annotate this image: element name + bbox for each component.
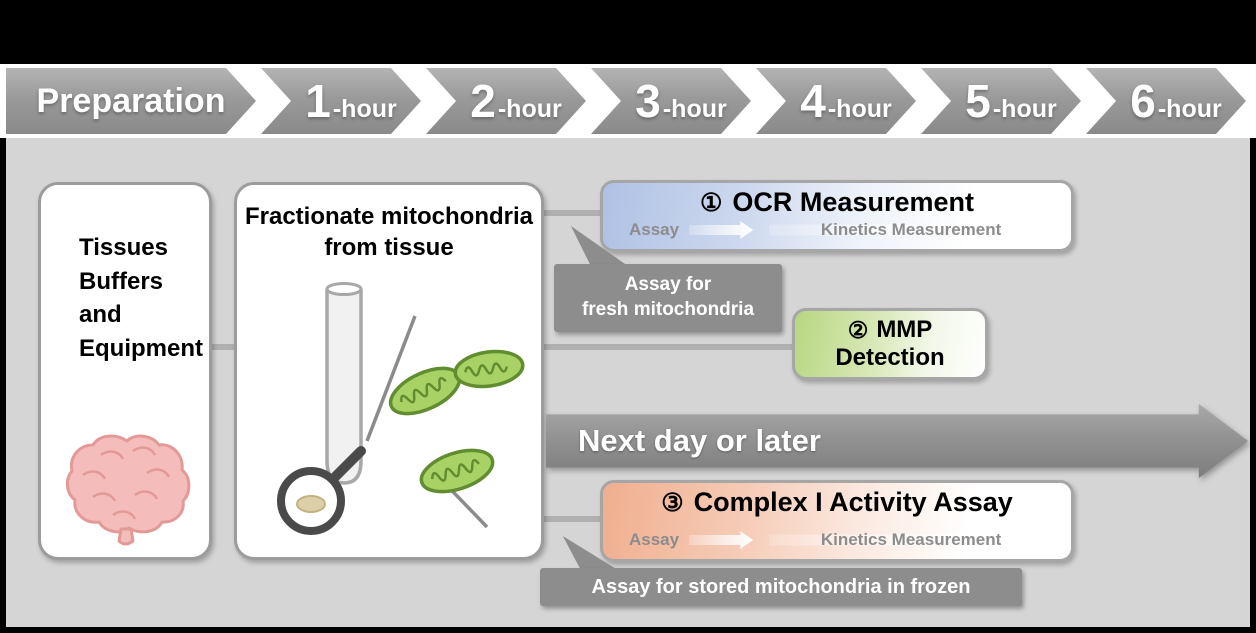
timeline-segment-hour-2: 2 -hour	[426, 68, 586, 134]
timeline-hour-suffix: -hour	[497, 95, 562, 123]
connector-fractionate-to-mmp	[544, 344, 792, 350]
mmp-detection-box: ② MMP Detection	[792, 308, 988, 380]
complex-title-row: ③ Complex I Activity Assay	[603, 487, 1071, 518]
timeline-segment-preparation: Preparation	[6, 68, 256, 134]
workflow-content: Tissues Buffers and Equipment Fractionat…	[6, 138, 1250, 627]
ocr-assay-label: Assay	[629, 220, 680, 239]
right-arrow-icon	[769, 219, 1053, 241]
timeline-hour-suffix: -hour	[827, 95, 892, 123]
brain-icon	[66, 434, 191, 546]
timeline: Preparation 1 -hour 2 -hour 3 -hour 4 -h…	[0, 64, 1256, 138]
timeline-hour-number: 6	[1130, 75, 1156, 127]
materials-text: Tissues Buffers and Equipment	[79, 234, 203, 362]
next-day-label: Next day or later	[578, 423, 821, 458]
timeline-segment-hour-6: 6 -hour	[1086, 68, 1246, 134]
frozen-mitochondria-note: Assay for stored mitochondria in frozen	[540, 568, 1022, 606]
timeline-segment-hour-4: 4 -hour	[756, 68, 916, 134]
mmp-title-line1: MMP	[876, 316, 933, 344]
step-number-1: ①	[700, 188, 723, 217]
timeline-hour-suffix: -hour	[662, 95, 727, 123]
timeline-hour: 4 -hour	[800, 74, 891, 128]
mitochondrion-icon	[419, 448, 495, 494]
step-number-2: ②	[847, 316, 869, 343]
ocr-assay-row: Assay Kinetics Measurement	[629, 218, 1053, 242]
complex-kinetics-arrow: Kinetics Measurement	[769, 529, 1053, 551]
timeline-hour-suffix: -hour	[1157, 95, 1222, 123]
fractionation-illustration	[277, 282, 525, 535]
complex-activity-box: ③ Complex I Activity Assay Assay Kinetic…	[600, 480, 1074, 562]
next-day-banner: Next day or later	[546, 404, 1248, 478]
complex-assay-row: Assay Kinetics Measurement	[629, 528, 1053, 552]
right-arrow-icon	[689, 221, 754, 239]
test-tube-icon	[325, 282, 363, 485]
complex-kinetics-label: Kinetics Measurement	[820, 530, 1002, 549]
complex-assay-label: Assay	[629, 530, 680, 549]
fractionate-box: Fractionate mitochondria from tissue	[234, 182, 544, 560]
timeline-hour: 2 -hour	[470, 74, 561, 128]
right-arrow-icon	[769, 529, 1053, 551]
mmp-title-row: ② MMP	[848, 316, 933, 344]
glass-rod-icon	[365, 315, 417, 442]
timeline-hour-number: 3	[635, 75, 661, 127]
timeline-hour-number: 4	[800, 75, 826, 127]
timeline-hour: 5 -hour	[965, 74, 1056, 128]
step-number-3: ③	[661, 488, 684, 517]
magnifying-glass-icon	[277, 446, 366, 535]
mmp-title-line2: Detection	[835, 344, 945, 371]
ocr-measurement-box: ① OCR Measurement Assay Kinetics Measure…	[600, 180, 1074, 252]
connector-materials-to-fractionate	[209, 344, 234, 350]
timeline-hour-number: 1	[305, 75, 331, 127]
ocr-kinetics-label: Kinetics Measurement	[820, 220, 1002, 239]
ocr-kinetics-arrow: Kinetics Measurement	[769, 219, 1053, 241]
fractionate-title: Fractionate mitochondria from tissue	[244, 203, 534, 262]
connector-fractionate-to-ocr	[544, 210, 600, 216]
timeline-hour-suffix: -hour	[332, 95, 397, 123]
timeline-hour-number: 5	[965, 75, 991, 127]
right-arrow-icon	[689, 531, 754, 549]
timeline-segment-hour-1: 1 -hour	[261, 68, 421, 134]
ocr-title-row: ① OCR Measurement	[603, 187, 1071, 218]
timeline-hour: 6 -hour	[1130, 74, 1221, 128]
timeline-segment-hour-5: 5 -hour	[921, 68, 1081, 134]
next-day-arrow-shape: Next day or later	[546, 404, 1248, 478]
timeline-segment-hour-3: 3 -hour	[591, 68, 751, 134]
materials-box: Tissues Buffers and Equipment	[38, 182, 212, 560]
timeline-hour: 3 -hour	[635, 74, 726, 128]
fresh-mitochondria-note: Assay for fresh mitochondria	[554, 264, 782, 332]
timeline-hour: 1 -hour	[305, 74, 396, 128]
timeline-label: Preparation	[36, 81, 226, 120]
timeline-hour-suffix: -hour	[992, 95, 1057, 123]
complex-title: Complex I Activity Assay	[693, 487, 1013, 517]
timeline-hour-number: 2	[470, 75, 496, 127]
connector-fractionate-to-complex	[544, 516, 600, 522]
ocr-title: OCR Measurement	[732, 187, 974, 217]
mitochondrion-icon	[453, 349, 525, 389]
